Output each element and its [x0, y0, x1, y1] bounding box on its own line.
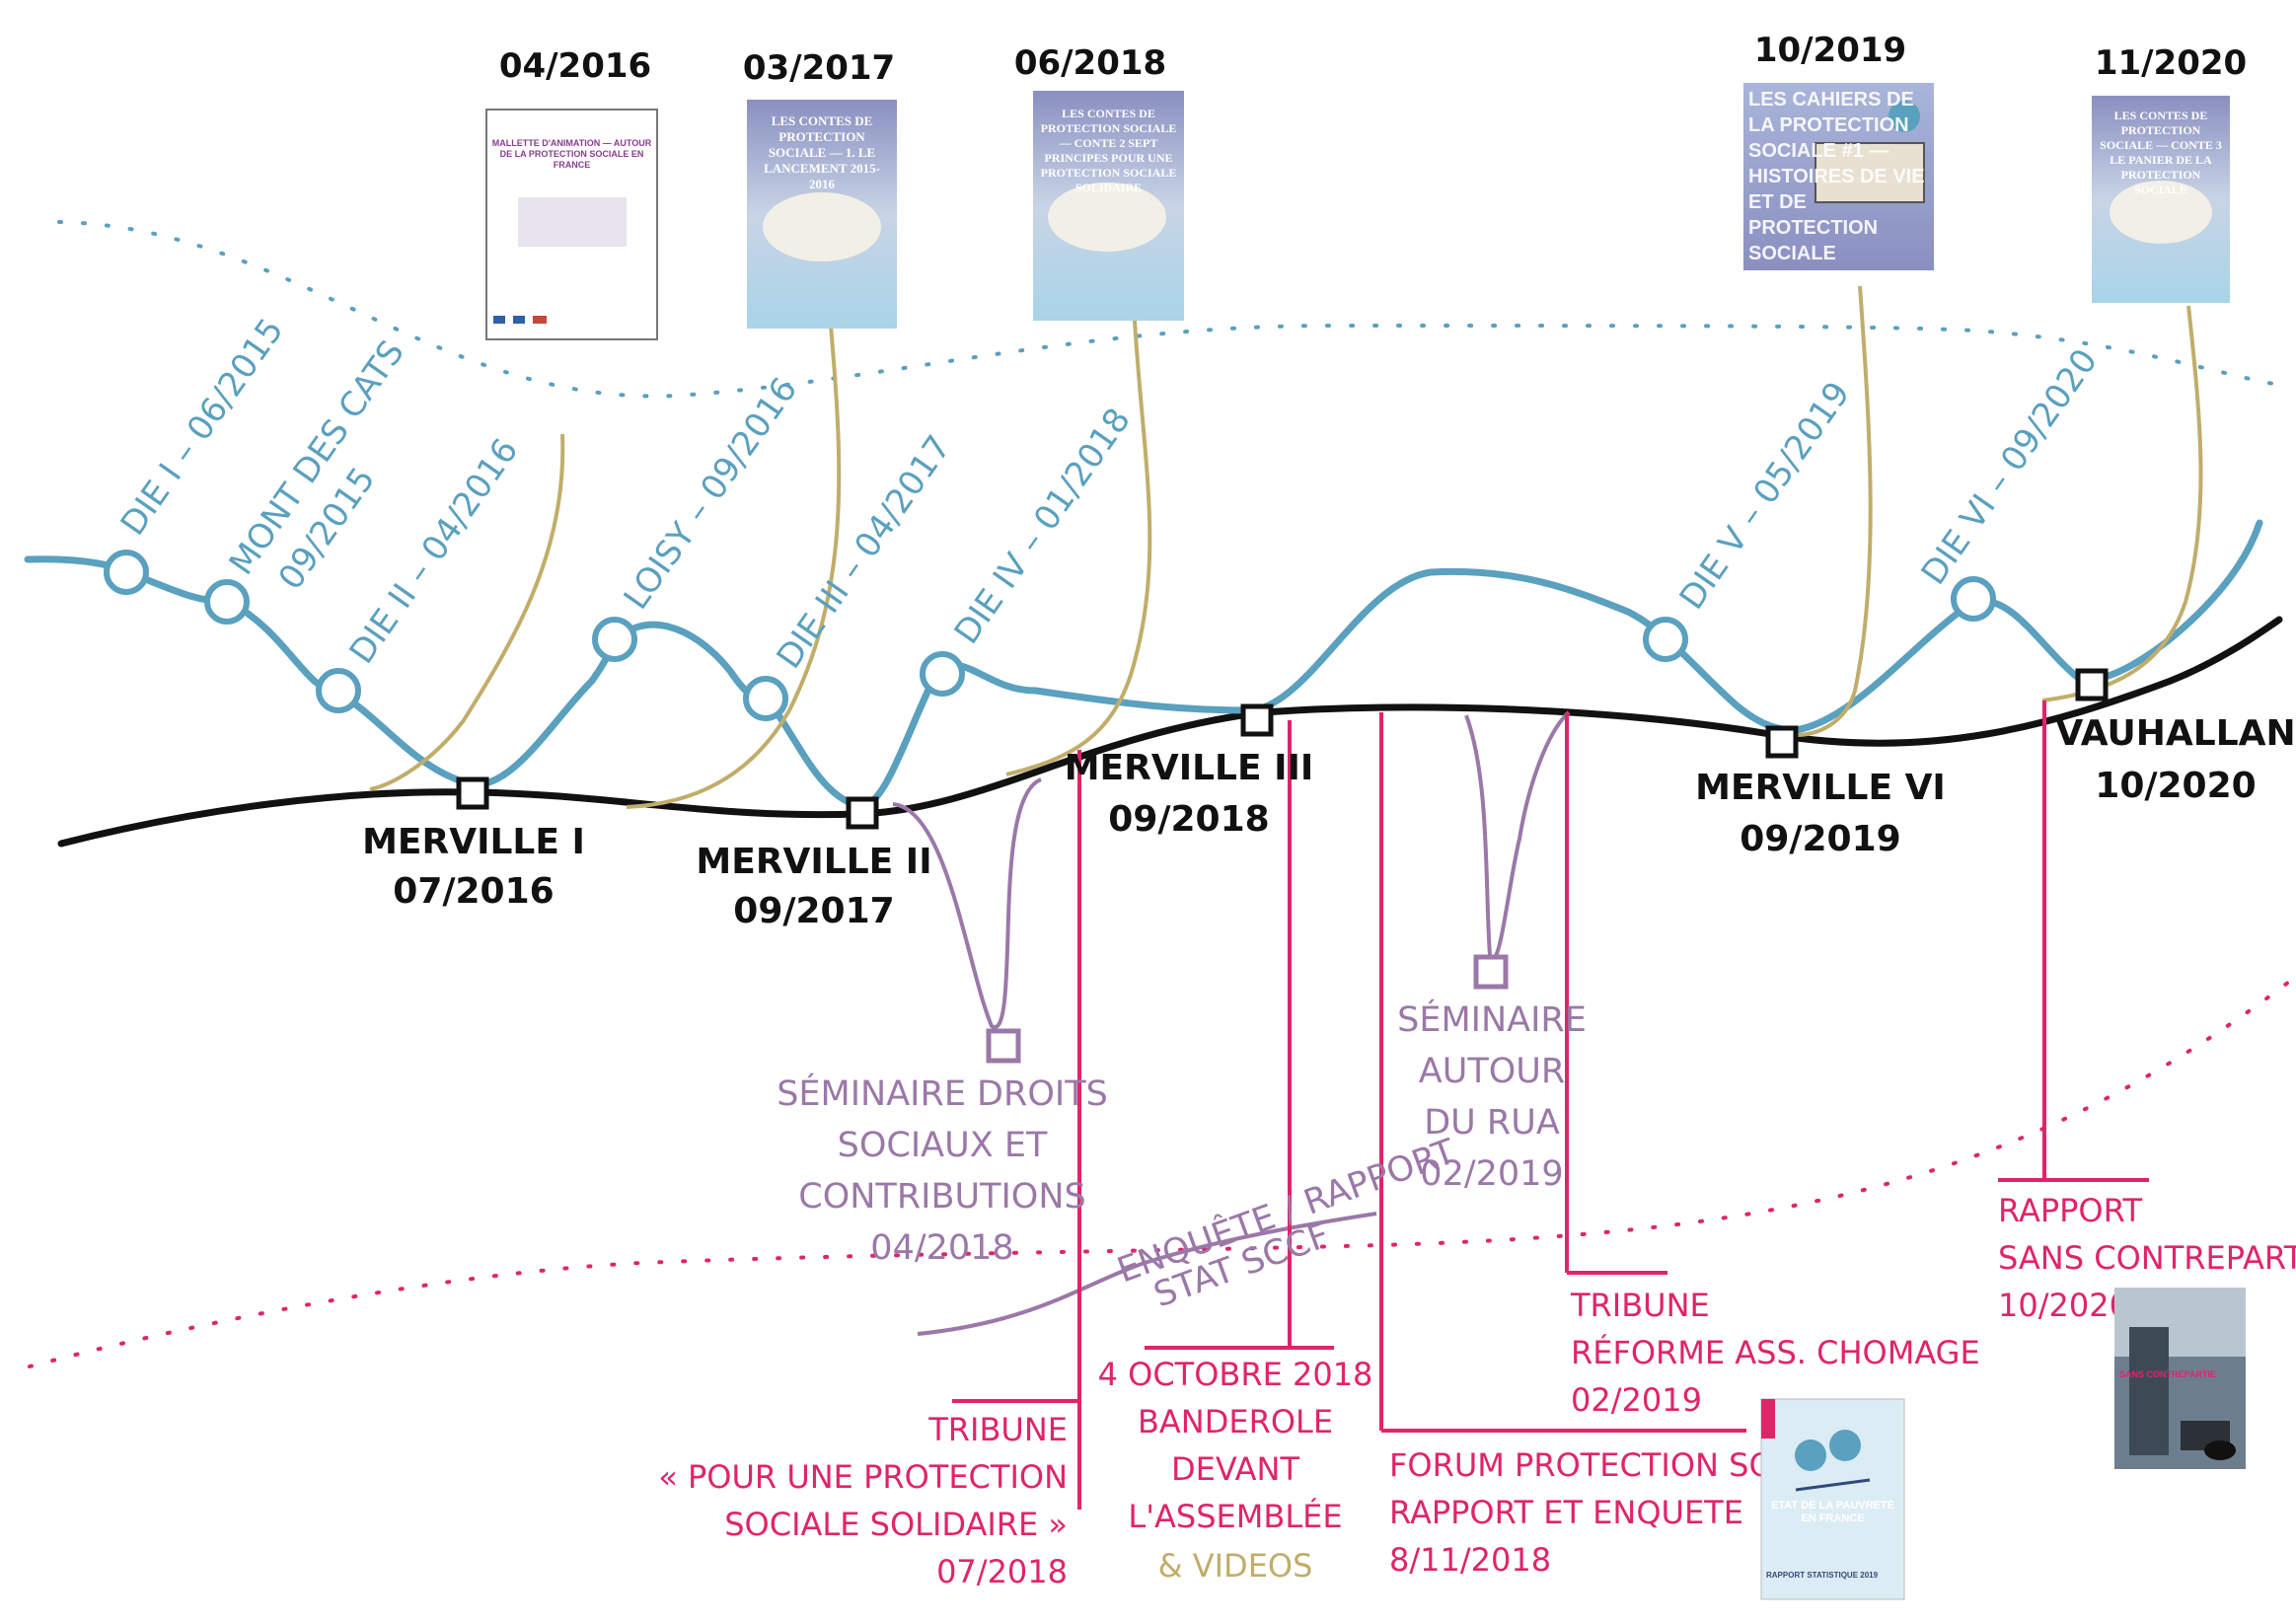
die-label: DIE III – 04/2017 [770, 428, 959, 676]
merville-name: MERVILLE III [1065, 748, 1314, 788]
advocacy-labels: TRIBUNE « POUR UNE PROTECTION SOCIALE SO… [658, 1192, 2296, 1590]
seminar-connector-1 [892, 777, 1042, 1030]
merville-name: MERVILLE I [362, 822, 585, 862]
tribune2-line: TRIBUNE [1570, 1287, 1710, 1324]
die-label: DIE VI – 09/2020 [1914, 341, 2106, 592]
seminar-markers [986, 954, 1509, 1064]
banderole-line: DEVANT [1171, 1450, 1300, 1488]
tribune1-line: SOCIALE SOLIDAIRE » [724, 1506, 1068, 1543]
pub-connector-5 [2041, 305, 2203, 702]
merville-name: VAUHALLAN [2055, 713, 2295, 754]
die-labels: DIE I – 06/2015 MONT DES CATS 09/2015 DI… [113, 312, 2106, 677]
pub-date: 11/2020 [2095, 43, 2247, 83]
die-marker [743, 676, 788, 721]
pub-date: 03/2017 [743, 48, 895, 88]
cover-text: LES CAHIERS DE LA PROTECTION SOCIALE #1 … [1748, 89, 1925, 264]
merville-marker [456, 776, 489, 810]
pub-date: 06/2018 [1014, 43, 1166, 83]
tribune1-line: 07/2018 [936, 1553, 1068, 1590]
die-marker [316, 668, 361, 713]
forum-line: 8/11/2018 [1389, 1541, 1551, 1579]
die-marker [204, 579, 250, 625]
cover-text: LES CONTES DE PROTECTION SOCIALE — CONTE… [1040, 107, 1177, 194]
forum-line: RAPPORT ET ENQUETE [1389, 1494, 1743, 1531]
merville-date: 07/2016 [393, 871, 554, 912]
merville-marker [2075, 668, 2109, 701]
merville-name: MERVILLE II [696, 842, 931, 882]
die-marker [592, 617, 637, 662]
seminar-connector-2 [1464, 710, 1571, 961]
seminar-line: AUTOUR [1419, 1052, 1565, 1091]
cover-contes-3: LES CONTES DE PROTECTION SOCIALE — CONTE… [2092, 96, 2230, 303]
cover-cahiers: LES CAHIERS DE LA PROTECTION SOCIALE #1 … [1743, 83, 1934, 270]
tribune1-line: « POUR UNE PROTECTION [658, 1458, 1068, 1496]
cover-mallette: MALLETTE D'ANIMATION — AUTOUR DE LA PROT… [485, 109, 658, 340]
tribune2-line: RÉFORME ASS. CHOMAGE [1571, 1334, 1980, 1371]
pub-connector-2 [626, 325, 842, 809]
seminar-marker [1473, 954, 1509, 990]
merville-marker [846, 796, 879, 830]
die-marker [104, 550, 149, 595]
seminar-line: SÉMINAIRE [1397, 998, 1587, 1040]
die-markers [104, 550, 1996, 721]
enquete-connector [917, 1212, 1377, 1336]
rapport-line: SANS CONTREPARTIE [1998, 1239, 2296, 1277]
pub-connector-3 [1005, 320, 1152, 776]
tribune1-line: TRIBUNE [927, 1411, 1068, 1448]
merville-marker [1240, 703, 1274, 737]
seminar-line: SÉMINAIRE DROITS [777, 1072, 1108, 1114]
pub-date: 04/2016 [499, 46, 651, 86]
tribune2-line: 02/2019 [1571, 1381, 1702, 1419]
die-label: LOISY – 09/2016 [617, 371, 805, 618]
banderole-line: L'ASSEMBLÉE [1128, 1498, 1342, 1535]
merville-name: MERVILLE VI [1695, 768, 1946, 808]
seminar-line: 02/2019 [1420, 1154, 1563, 1194]
seminar-line: CONTRIBUTIONS [798, 1177, 1085, 1217]
pub-connector-4 [1795, 285, 1873, 737]
banderole-line: BANDEROLE [1138, 1403, 1333, 1440]
merville-date: 09/2019 [1740, 819, 1900, 859]
cover-text: LES CONTES DE PROTECTION SOCIALE — CONTE… [2100, 109, 2222, 196]
cover-text: MALLETTE D'ANIMATION — AUTOUR DE LA PROT… [491, 138, 652, 170]
banderole-line: 4 OCTOBRE 2018 [1098, 1356, 1373, 1393]
videos-label: & VIDEOS [1158, 1547, 1313, 1585]
die-marker [920, 651, 965, 697]
cover-sans-contrepartie: SANS CONTREPARTIE [2114, 1288, 2246, 1469]
merville-date: 10/2020 [2095, 766, 2256, 806]
seminar-marker [986, 1028, 1021, 1064]
merville-date: 09/2018 [1108, 799, 1269, 840]
pub-connector-1 [369, 433, 565, 791]
cover-contes-2: LES CONTES DE PROTECTION SOCIALE — CONTE… [1033, 91, 1184, 321]
pub-date: 10/2019 [1754, 31, 1906, 70]
seminar-labels: SÉMINAIRE DROITS SOCIAUX ET CONTRIBUTION… [777, 998, 1587, 1315]
seminar-line: 04/2018 [870, 1228, 1013, 1268]
cover-text: SANS CONTREPARTIE [2119, 1369, 2216, 1379]
merville-date: 09/2017 [733, 891, 894, 931]
seminar-line: DU RUA [1424, 1103, 1560, 1143]
die-label: DIE V – 05/2019 [1672, 375, 1859, 617]
die-label: DIE IV – 01/2018 [947, 401, 1139, 651]
die-path [24, 519, 2263, 811]
die-marker [1643, 617, 1688, 662]
rapport-line: 10/2020 [1998, 1287, 2129, 1324]
die-label: DIE II – 04/2016 [342, 431, 527, 671]
seminar-line: SOCIAUX ET [838, 1126, 1048, 1165]
cover-text: LES CONTES DE PROTECTION SOCIALE — 1. LE… [764, 113, 880, 191]
die-marker [1951, 576, 1996, 622]
cover-text: ÉTAT DE LA PAUVRETÉ EN FRANCE [1771, 1500, 1894, 1524]
publication-dates: 04/2016 03/2017 06/2018 10/2019 11/2020 [499, 31, 2247, 88]
cover-text: RAPPORT STATISTIQUE 2019 [1766, 1571, 1879, 1580]
merville-labels: MERVILLE I 07/2016 MERVILLE II 09/2017 M… [362, 713, 2296, 931]
rapport-line: RAPPORT [1998, 1192, 2143, 1229]
cover-contes-1: LES CONTES DE PROTECTION SOCIALE — 1. LE… [747, 100, 897, 329]
cover-etat-pauvrete: ÉTAT DE LA PAUVRETÉ EN FRANCE RAPPORT ST… [1760, 1398, 1905, 1600]
merville-marker [1765, 725, 1799, 759]
merville-markers [456, 668, 2109, 830]
advocacy-stems [952, 701, 2149, 1510]
